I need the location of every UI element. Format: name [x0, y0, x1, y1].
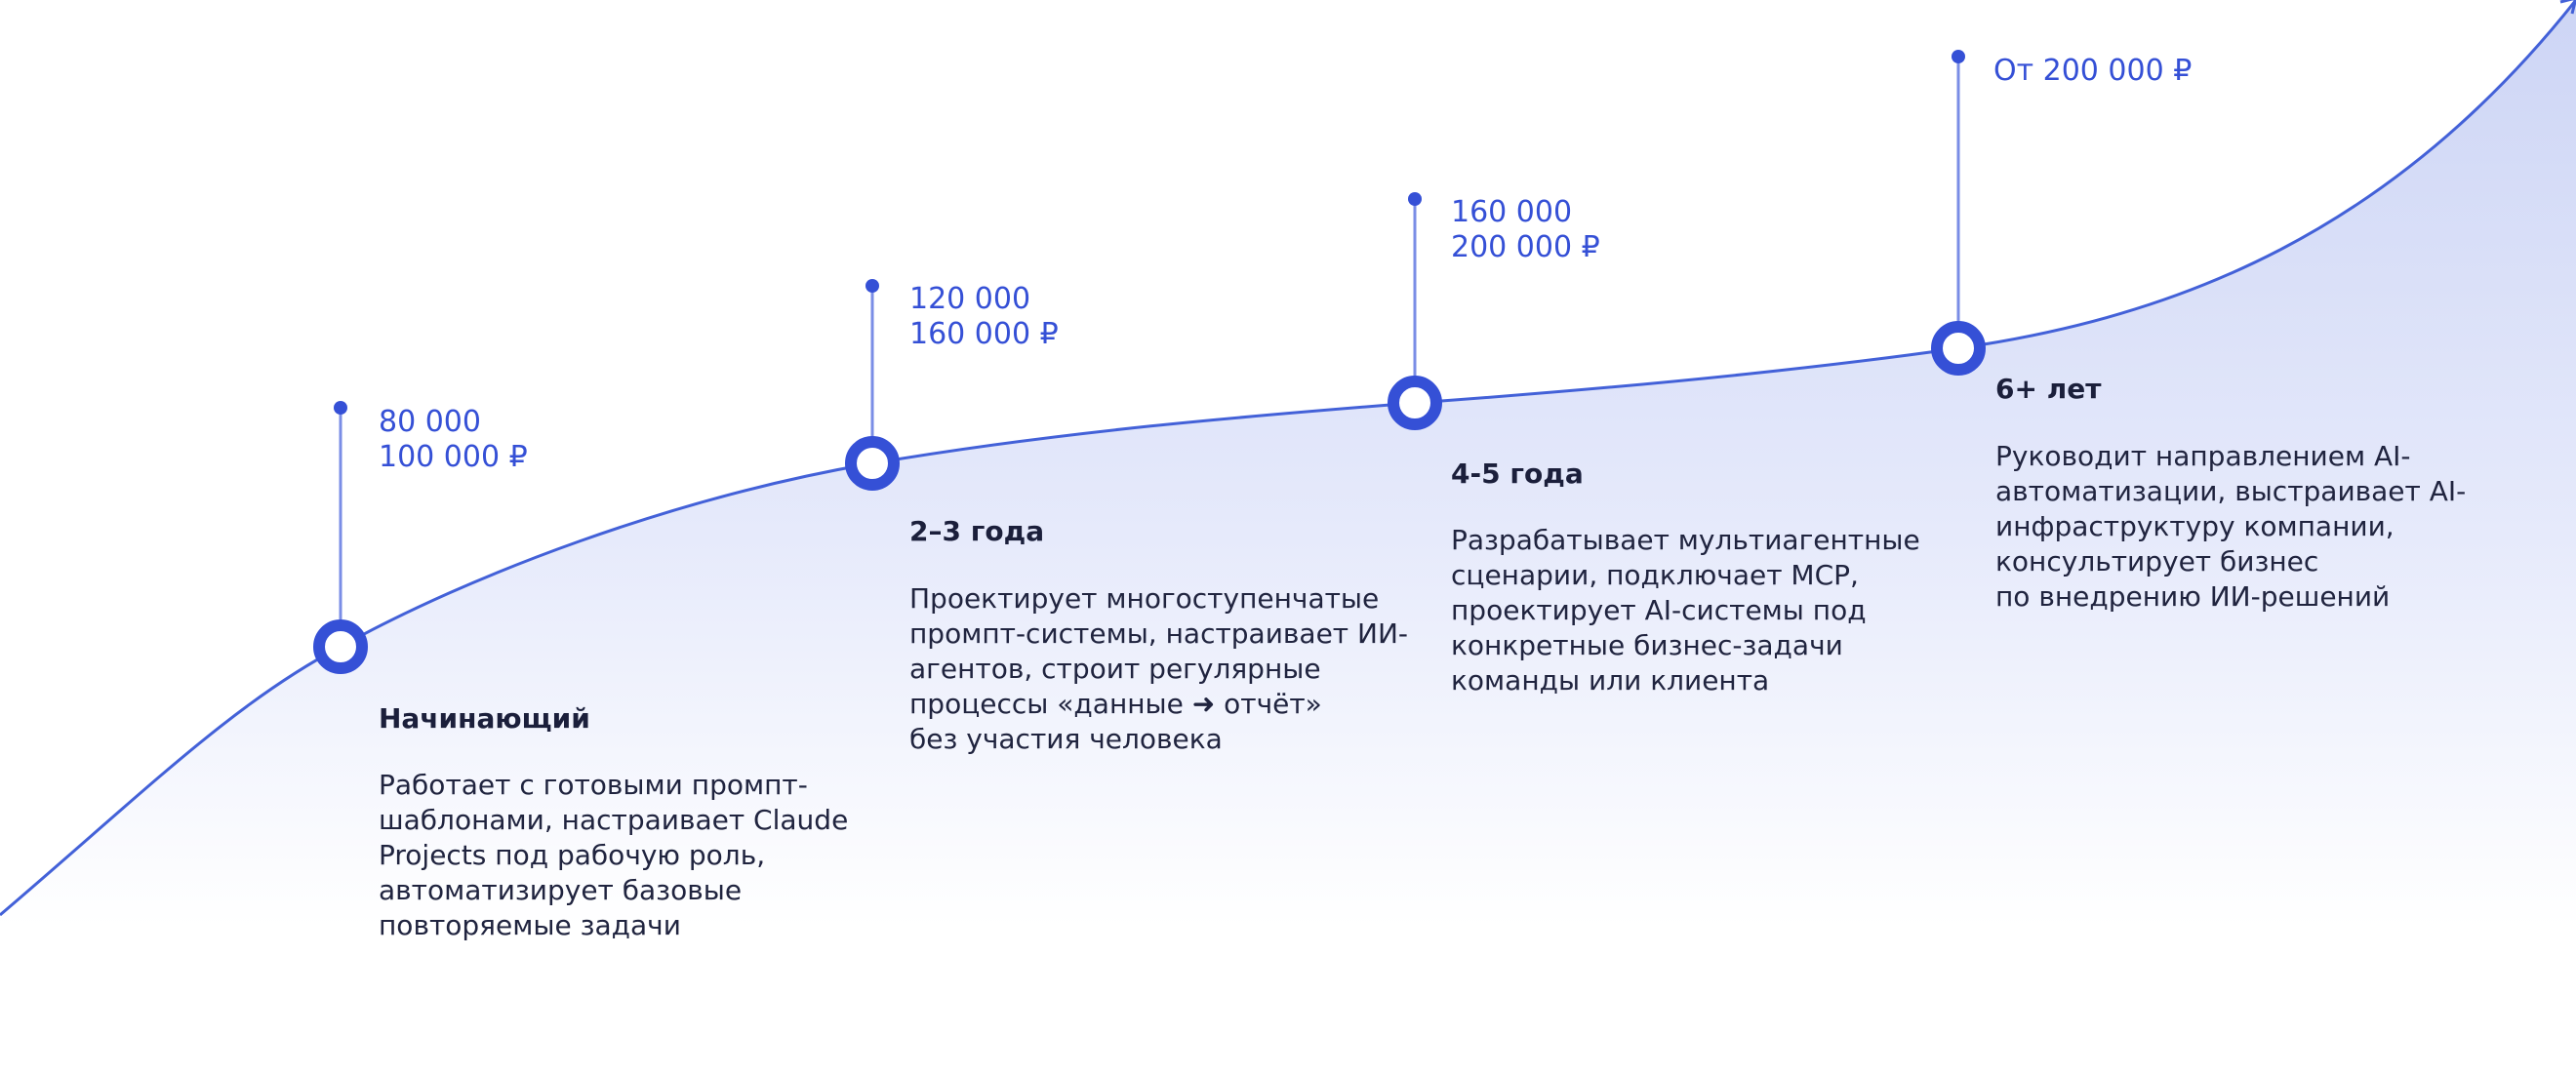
stage-title-1: Начинающий [379, 702, 590, 735]
salary-range-1: 80 000 100 000 ₽ [379, 405, 528, 475]
description-line: сценарии, подключает MCP, [1451, 559, 1859, 591]
description-line: автоматизации, выстраивает AI- [1995, 475, 2467, 507]
description-line: инфраструктуру компании, [1995, 510, 2395, 542]
description-line: процессы «данные ➜ отчёт» [909, 688, 1322, 720]
salary-from-1: 80 000 [379, 405, 481, 439]
milestone-marker-3 [1388, 376, 1442, 430]
stage-title-3: 4-5 года [1451, 458, 1584, 490]
stage-description-4: Руководит направлением AI- автоматизации… [1995, 439, 2466, 615]
stage-description-3: Разрабатывает мультиагентные сценарии, п… [1451, 523, 1920, 698]
salary-range-2: 120 000 160 000 ₽ [909, 282, 1059, 352]
salary-from-2: 120 000 [909, 282, 1031, 316]
stage-description-1: Работает с готовыми промпт- шаблонами, н… [379, 768, 848, 943]
description-line: Projects под рабочую роль, [379, 839, 766, 871]
description-line: промпт-системы, настраивает ИИ- [909, 617, 1408, 650]
description-line: автоматизирует базовые [379, 874, 743, 906]
description-line: Руководит направлением AI- [1995, 440, 2411, 472]
arrow-head-icon [2559, 0, 2576, 15]
description-line: повторяемые задачи [379, 909, 681, 941]
stem-dot-1 [334, 401, 347, 415]
stage-title-4: 6+ лет [1995, 373, 2102, 405]
description-line: Работает с готовыми промпт- [379, 769, 808, 801]
description-line: по внедрению ИИ-решений [1995, 580, 2391, 613]
salary-from-3: 160 000 [1451, 195, 1573, 229]
salary-to-2: 160 000 ₽ [909, 317, 1059, 351]
salary-range-3: 160 000 200 000 ₽ [1451, 195, 1600, 265]
description-line: консультирует бизнес [1995, 545, 2319, 577]
stem-dot-2 [865, 279, 879, 293]
milestone-marker-4 [1931, 321, 1986, 376]
description-line: проектирует AI-системы под [1451, 594, 1867, 626]
stem-dot-3 [1408, 192, 1422, 206]
milestone-marker-2 [845, 436, 900, 491]
salary-range-4: От 200 000 ₽ [1993, 54, 2192, 89]
description-line: конкретные бизнес-задачи [1451, 629, 1843, 661]
salary-from-4: От 200 000 ₽ [1993, 54, 2193, 88]
stage-title-2: 2–3 года [909, 515, 1045, 547]
description-line: Разрабатывает мультиагентные [1451, 524, 1920, 556]
stem-dot-4 [1952, 50, 1965, 63]
salary-to-1: 100 000 ₽ [379, 440, 528, 474]
description-line: агентов, строит регулярные [909, 653, 1321, 685]
growth-area [0, 0, 2576, 975]
description-line: без участия человека [909, 723, 1223, 755]
description-line: шаблонами, настраивает Claude [379, 804, 849, 836]
description-line: Проектирует многоступенчатые [909, 582, 1380, 615]
salary-to-3: 200 000 ₽ [1451, 230, 1600, 264]
description-line: команды или клиента [1451, 664, 1770, 697]
milestone-marker-1 [313, 619, 368, 674]
stage-description-2: Проектирует многоступенчатые промпт-сист… [909, 581, 1408, 757]
